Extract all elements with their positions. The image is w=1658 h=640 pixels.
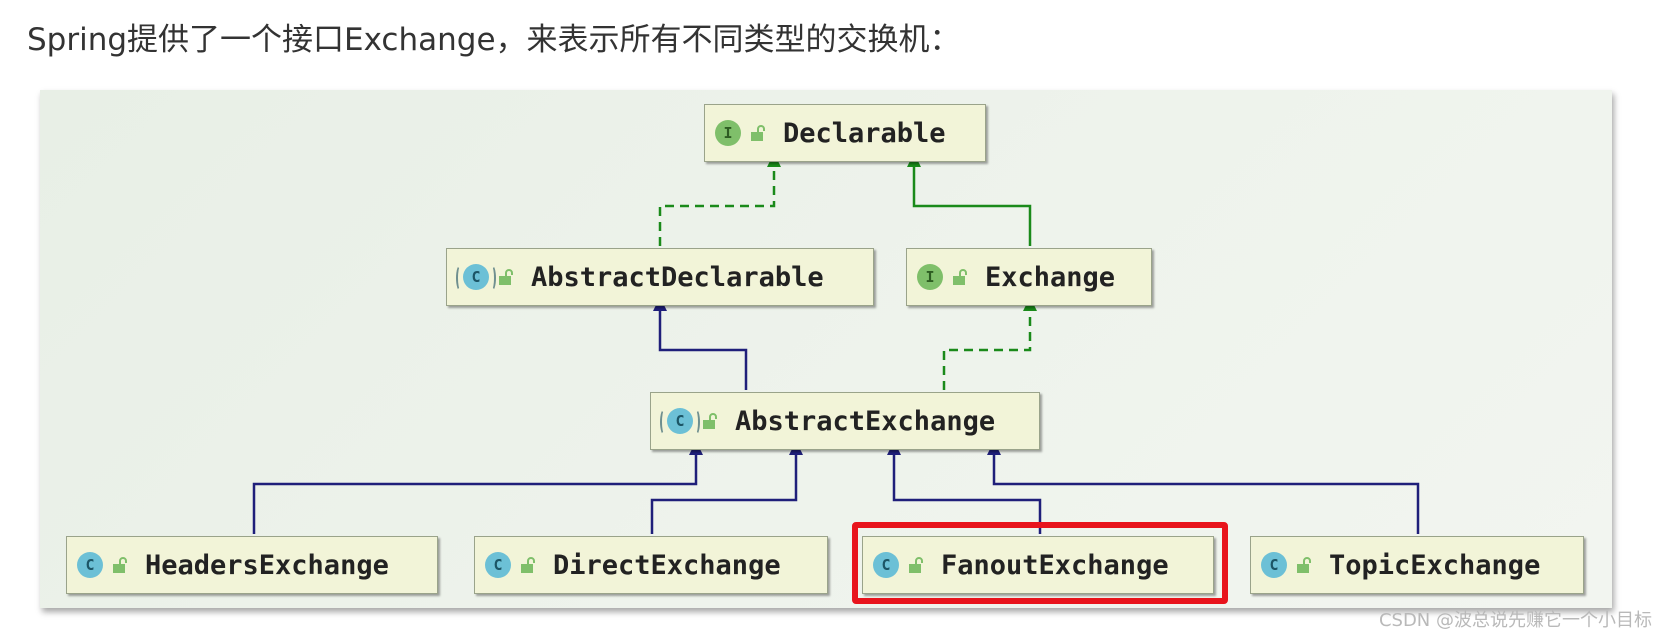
fanout-highlight-box — [852, 522, 1228, 604]
unlock-icon — [1297, 557, 1311, 573]
node-label: FanoutExchange — [941, 549, 1169, 581]
node-topic-exchange[interactable]: C TopicExchange — [1250, 536, 1584, 594]
abstract-class-icon: C — [660, 408, 700, 435]
class-icon: C — [873, 552, 899, 578]
interface-icon: I — [715, 120, 741, 146]
interface-icon: I — [917, 264, 943, 290]
class-icon: C — [485, 552, 511, 578]
unlock-icon — [703, 413, 717, 429]
watermark: CSDN @波总说先赚它一个小目标 — [1378, 610, 1652, 631]
node-exchange[interactable]: I Exchange — [906, 248, 1152, 306]
node-label: AbstractExchange — [735, 405, 996, 437]
node-direct-exchange[interactable]: C DirectExchange — [474, 536, 828, 594]
unlock-icon — [953, 269, 967, 285]
node-label: HeadersExchange — [145, 549, 389, 581]
node-label: AbstractDeclarable — [531, 261, 824, 293]
unlock-icon — [909, 557, 923, 573]
intro-text: Spring提供了一个接口Exchange，来表示所有不同类型的交换机： — [27, 22, 961, 58]
node-abstract-declarable[interactable]: C AbstractDeclarable — [446, 248, 874, 306]
class-icon: C — [77, 552, 103, 578]
node-fanout-exchange[interactable]: C FanoutExchange — [862, 536, 1214, 594]
node-declarable[interactable]: I Declarable — [704, 104, 986, 162]
node-abstract-exchange[interactable]: C AbstractExchange — [650, 392, 1040, 450]
unlock-icon — [499, 269, 513, 285]
node-label: DirectExchange — [553, 549, 781, 581]
unlock-icon — [113, 557, 127, 573]
node-label: Exchange — [985, 261, 1116, 293]
node-label: TopicExchange — [1329, 549, 1541, 581]
abstract-class-icon: C — [456, 264, 496, 291]
unlock-icon — [751, 125, 765, 141]
unlock-icon — [521, 557, 535, 573]
node-label: Declarable — [783, 117, 946, 149]
class-icon: C — [1261, 552, 1287, 578]
node-headers-exchange[interactable]: C HeadersExchange — [66, 536, 438, 594]
class-hierarchy-diagram — [40, 90, 1612, 608]
